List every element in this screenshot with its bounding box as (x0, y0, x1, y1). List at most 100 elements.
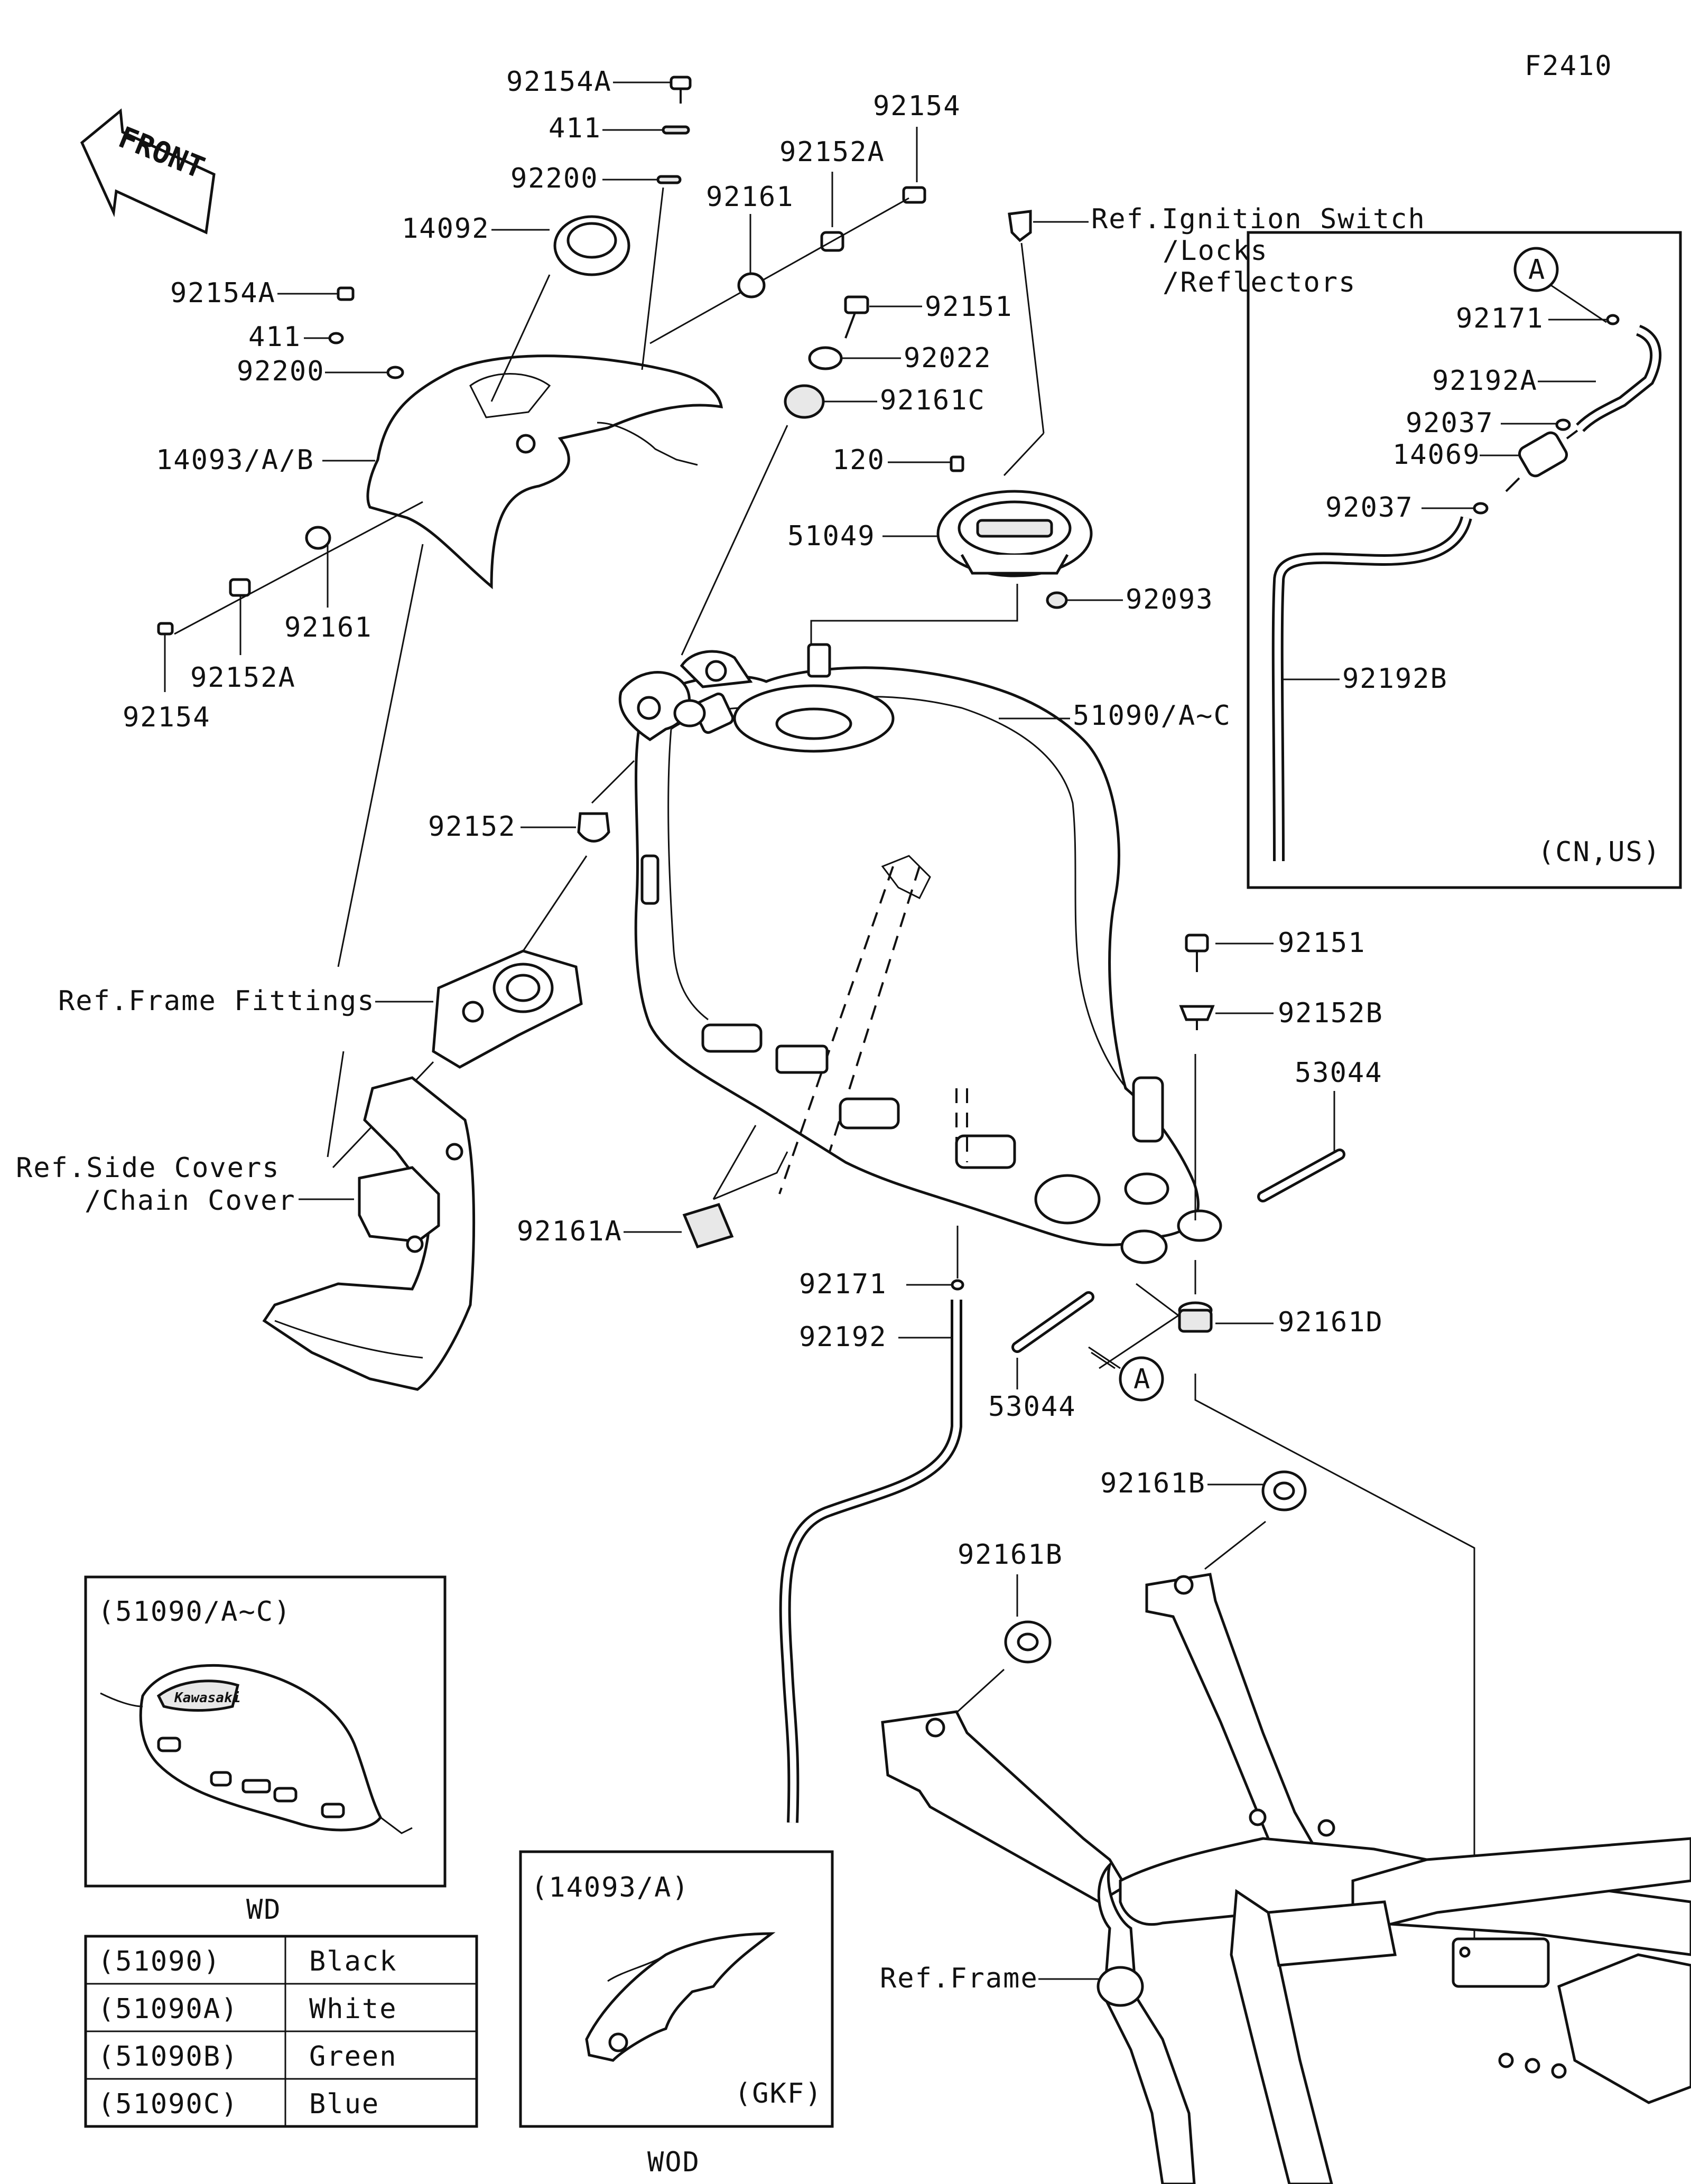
collar-92152 (577, 812, 610, 843)
tank-shroud-14093 (366, 354, 723, 590)
bolt-92154A-top-icon (670, 76, 692, 104)
ref-chain-cover: /Chain Cover (85, 1185, 296, 1217)
inset-wod (519, 1850, 834, 2128)
label-14093: 14093/A/B (156, 444, 314, 476)
color-name-2: Green (309, 2041, 397, 2073)
label-92161D: 92161D (1278, 1306, 1383, 1338)
callout-marker-a (1119, 1356, 1164, 1402)
fuel-tank-51090 (618, 643, 1222, 1264)
label-92161A: 92161A (517, 1216, 622, 1247)
label-14092: 14092 (402, 213, 490, 245)
label-92093: 92093 (1126, 584, 1214, 615)
inset-label-92037-a: 92037 (1406, 407, 1494, 439)
inset-clip-92037-a (1555, 418, 1571, 431)
label-120: 120 (832, 444, 885, 476)
label-92161B-a: 92161B (1100, 1468, 1206, 1499)
ref-ignition-switch: Ref.Ignition Switch (1091, 203, 1426, 235)
label-92200-left: 92200 (237, 356, 325, 387)
label-92152: 92152 (428, 811, 516, 843)
label-92152B: 92152B (1278, 997, 1383, 1029)
inset-label-92192B: 92192B (1342, 663, 1448, 695)
color-name-0: Black (309, 1946, 397, 1977)
label-92152A-left: 92152A (190, 662, 296, 694)
washer-92200-left (386, 366, 404, 379)
color-table (84, 1935, 478, 2128)
inset-label-92192A: 92192A (1432, 365, 1538, 397)
label-53044-right: 53044 (1295, 1057, 1383, 1089)
grommet-92161B-a (1261, 1470, 1307, 1511)
label-92171-mid: 92171 (799, 1268, 887, 1300)
bolt-92151-right-icon (1185, 934, 1209, 972)
label-92192: 92192 (799, 1321, 887, 1353)
tube-53044-right (1257, 1149, 1345, 1202)
label-92200-top: 92200 (510, 163, 599, 194)
label-92152A-top: 92152A (779, 136, 885, 168)
diagram-code: F2410 (1525, 50, 1613, 82)
washer-92200-top (656, 175, 682, 184)
bolt-92154-left (157, 622, 174, 636)
collar-92152A-left (229, 578, 251, 597)
washer-92022 (808, 346, 843, 370)
label-92022: 92022 (904, 342, 992, 374)
label-92161-left: 92161 (284, 612, 373, 643)
inset-label-92037-b: 92037 (1325, 492, 1414, 524)
label-92161-top: 92161 (706, 181, 794, 213)
inset-label-92171: 92171 (1456, 303, 1544, 334)
bolt-92151-top-icon (844, 295, 869, 339)
inset-filter-14069 (1505, 430, 1578, 492)
front-arrow-icon: FRONT (80, 108, 216, 235)
inset-label-14069: 14069 (1392, 439, 1481, 471)
seal-92093 (1046, 591, 1068, 609)
label-92151-right: 92151 (1278, 927, 1366, 959)
grommet-14092 (553, 215, 630, 276)
callout-marker-a-label: A (1133, 1364, 1151, 1395)
collar-92152B (1179, 1005, 1215, 1021)
label-92154-top: 92154 (873, 90, 961, 122)
ref-frame-fittings: Ref.Frame Fittings (58, 985, 375, 1017)
ref-ignition-reflectors: /Reflectors (1163, 267, 1356, 298)
clip-92171-mid (951, 1279, 964, 1291)
inset-wod-title: (14093/A) (531, 1872, 690, 1903)
color-name-1: White (309, 1993, 397, 2025)
grommet-92161-left (305, 526, 331, 550)
label-53044-mid: 53044 (988, 1391, 1076, 1423)
inset-wd (84, 1575, 447, 1888)
label-51049: 51049 (787, 520, 876, 552)
inset-clip-92037-b (1473, 502, 1489, 515)
key-411-top (662, 125, 690, 135)
side-cover-part (262, 1076, 476, 1391)
tube-53044-mid (1011, 1291, 1094, 1353)
grommet-92161-top (737, 272, 766, 298)
label-51090: 51090/A~C (1073, 700, 1231, 732)
color-name-3: Blue (309, 2088, 379, 2120)
label-92154-left: 92154 (123, 702, 211, 733)
inset-wd-tank (100, 1664, 413, 1834)
inset-clip-92171 (1606, 314, 1620, 325)
inset-cn-us-marker (1513, 247, 1559, 292)
color-code-0: (51090) (98, 1946, 221, 1977)
inset-marker-a-text: A (1528, 254, 1546, 286)
label-92154A-left: 92154A (170, 277, 276, 309)
color-code-1: (51090A) (98, 1993, 238, 2025)
inset-wod-shroud (585, 1932, 776, 2062)
inset-hose-92192A (1576, 324, 1662, 432)
label-411-left: 411 (248, 321, 301, 353)
inset-cn-us (1247, 231, 1682, 889)
label-92161B-b: 92161B (958, 1539, 1063, 1571)
bolt-120 (950, 455, 964, 472)
grommet-92161B-b (1004, 1620, 1052, 1664)
inset-region-cn-us: (CN,US) (1538, 836, 1661, 868)
inset-wod-region: (GKF) (735, 2078, 823, 2110)
inset-wd-brand: Kawasaki (174, 1690, 240, 1706)
grommet-92161D (1178, 1301, 1213, 1333)
inset-wd-title: (51090/A~C) (98, 1596, 291, 1628)
label-92154A-top: 92154A (506, 66, 612, 98)
ref-frame: Ref.Frame (880, 1963, 1038, 1994)
ignition-switch-ref-part (1008, 210, 1032, 242)
grommet-92161C (784, 384, 825, 419)
label-92151-top: 92151 (925, 291, 1013, 323)
ref-ignition-locks: /Locks (1163, 235, 1268, 267)
frame-fitting-bracket (432, 949, 583, 1069)
inset-wod-caption: WOD (647, 2146, 700, 2178)
